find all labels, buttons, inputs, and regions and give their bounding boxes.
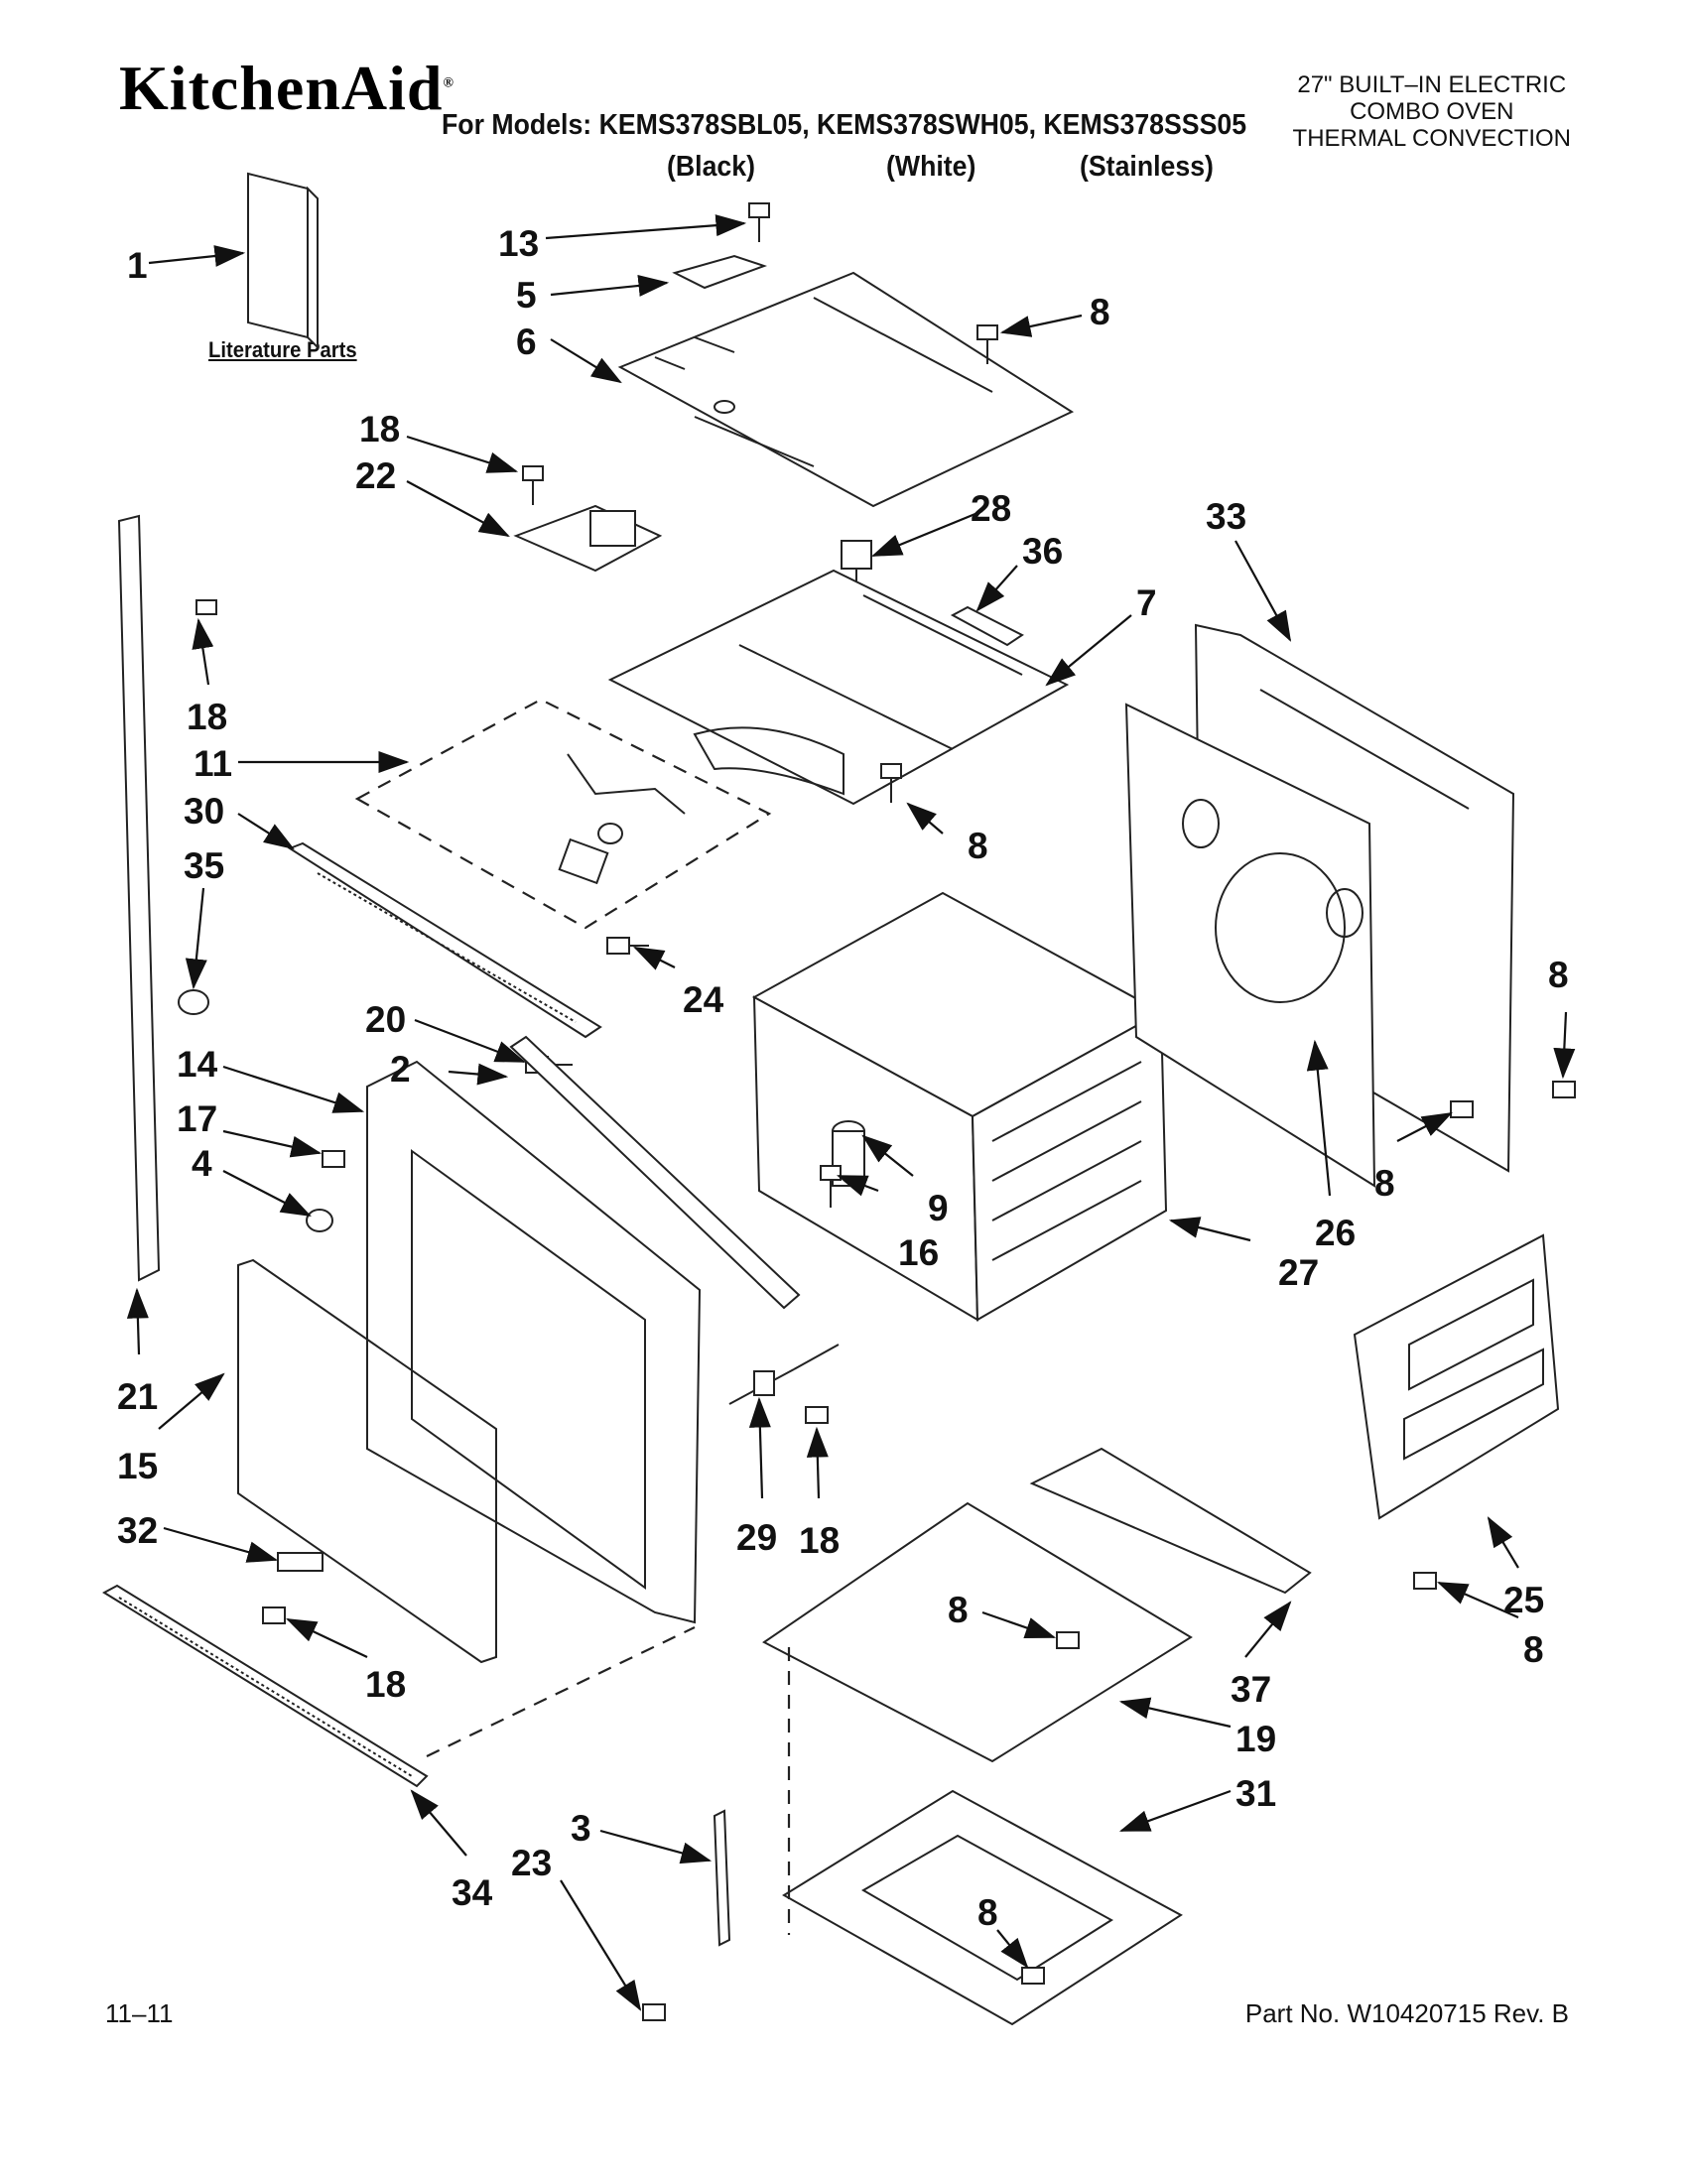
callout-4: 4 xyxy=(192,1143,212,1184)
oven-light-assembly xyxy=(354,698,772,930)
screw-18-upper xyxy=(522,465,544,505)
callout-27: 27 xyxy=(1278,1252,1319,1293)
bottom-panel xyxy=(762,1501,1193,1763)
top-cover-panel xyxy=(617,271,1075,508)
screw-8-rear-bottom xyxy=(1450,1100,1474,1118)
front-frame xyxy=(366,1060,702,1624)
product-line-2: COMBO OVEN xyxy=(1350,98,1514,125)
meat-probe-jack xyxy=(728,1344,840,1405)
bottom-vent-rail xyxy=(102,1584,429,1788)
callout-17: 17 xyxy=(177,1098,217,1139)
screw-8-right xyxy=(1552,1081,1576,1098)
callout-29: 29 xyxy=(736,1517,777,1558)
callout-14: 14 xyxy=(177,1044,218,1085)
callout-3: 3 xyxy=(571,1808,591,1849)
callout-8g: 8 xyxy=(977,1892,998,1933)
callout-9: 9 xyxy=(928,1188,949,1228)
callout-1: 1 xyxy=(127,245,148,286)
door-hinge-bracket xyxy=(713,1809,731,1947)
models-line: For Models: KEMS378SBL05, KEMS378SWH05, … xyxy=(442,109,1247,141)
callout-6: 6 xyxy=(516,321,537,362)
callout-8c: 8 xyxy=(1374,1163,1395,1204)
product-description: 27" BUILT–IN ELECTRIC COMBO OVEN THERMAL… xyxy=(1293,71,1571,152)
callout-7: 7 xyxy=(1136,582,1157,623)
screw-18-probe xyxy=(805,1406,829,1424)
gasket-clip xyxy=(277,1552,324,1572)
side-heat-shield xyxy=(1353,1233,1560,1520)
callout-26: 26 xyxy=(1315,1213,1356,1253)
footer-part-number: Part No. W10420715 Rev. B xyxy=(1244,1998,1569,2028)
callout-28: 28 xyxy=(971,488,1011,529)
bottom-tray xyxy=(782,1789,1183,2026)
literature-booklet xyxy=(247,172,319,350)
vent-bracket xyxy=(950,605,1024,647)
upper-vent-rail xyxy=(287,841,602,1039)
callout-31: 31 xyxy=(1235,1773,1276,1814)
callout-18a: 18 xyxy=(359,409,400,450)
callout-34: 34 xyxy=(452,1872,493,1913)
screw-17 xyxy=(322,1150,345,1168)
bumper-4 xyxy=(306,1209,333,1232)
screw-8-mid xyxy=(880,763,902,803)
callout-23: 23 xyxy=(511,1843,552,1883)
front-frame-top xyxy=(509,1035,801,1310)
screw-8-top xyxy=(976,324,998,364)
color-black: (Black) xyxy=(667,151,755,183)
callout-36: 36 xyxy=(1022,531,1063,572)
callout-19: 19 xyxy=(1235,1719,1276,1759)
callout-25: 25 xyxy=(1503,1580,1544,1620)
callout-22: 22 xyxy=(355,455,396,496)
callout-8e: 8 xyxy=(1523,1629,1544,1670)
callout-21: 21 xyxy=(117,1376,158,1417)
side-trim-strip xyxy=(117,514,161,1282)
callout-8d: 8 xyxy=(1548,955,1569,995)
alignment-line-2 xyxy=(426,1626,696,1757)
callout-24: 24 xyxy=(683,979,724,1020)
callout-8a: 8 xyxy=(1090,292,1110,332)
callout-2: 2 xyxy=(390,1049,411,1090)
bottom-rear-bracket xyxy=(1029,1447,1312,1595)
screw-8-bottom-panel xyxy=(1056,1631,1080,1649)
thermal-cutoff xyxy=(841,540,872,598)
door-gasket xyxy=(237,1258,497,1664)
callout-37: 37 xyxy=(1231,1669,1271,1710)
bumper-35 xyxy=(178,989,209,1015)
callout-20: 20 xyxy=(365,999,406,1040)
callout-5: 5 xyxy=(516,275,537,316)
callout-35: 35 xyxy=(184,845,224,886)
callout-18d: 18 xyxy=(365,1664,406,1705)
brand-logo: KitchenAid® xyxy=(119,53,454,123)
oven-cavity xyxy=(751,891,1168,1322)
callout-8b: 8 xyxy=(968,826,988,866)
color-stainless: (Stainless) xyxy=(1080,151,1214,183)
screw-8-side-panel xyxy=(1413,1572,1437,1590)
callout-13: 13 xyxy=(498,223,539,264)
callout-numbers: 1 13 5 6 8 18 22 28 36 7 33 18 11 30 35 … xyxy=(117,223,1569,1933)
callout-32: 32 xyxy=(117,1510,158,1551)
screw-18-left xyxy=(195,599,217,615)
callout-15: 15 xyxy=(117,1446,158,1486)
screw-18-lower-left xyxy=(262,1606,286,1624)
callout-11: 11 xyxy=(194,743,232,784)
top-bracket xyxy=(672,254,768,290)
callout-30: 30 xyxy=(184,791,224,832)
callout-18b: 18 xyxy=(187,697,227,737)
screw-24 xyxy=(606,937,649,955)
callout-16: 16 xyxy=(898,1232,939,1273)
literature-parts-label: Literature Parts xyxy=(208,337,357,362)
screw-8-tray xyxy=(1021,1967,1045,1985)
product-line-3: THERMAL CONVECTION xyxy=(1292,125,1571,152)
leader-lines xyxy=(126,214,1576,2011)
screw-top-13 xyxy=(748,202,770,242)
product-line-1: 27" BUILT–IN ELECTRIC xyxy=(1297,71,1567,98)
screw-23 xyxy=(642,2003,666,2021)
callout-18c: 18 xyxy=(799,1520,840,1561)
footer-date: 11–11 xyxy=(105,1998,174,2028)
callout-8f: 8 xyxy=(948,1590,969,1630)
motor-bracket xyxy=(513,504,663,573)
callout-33: 33 xyxy=(1206,496,1246,537)
color-white: (White) xyxy=(886,151,976,183)
